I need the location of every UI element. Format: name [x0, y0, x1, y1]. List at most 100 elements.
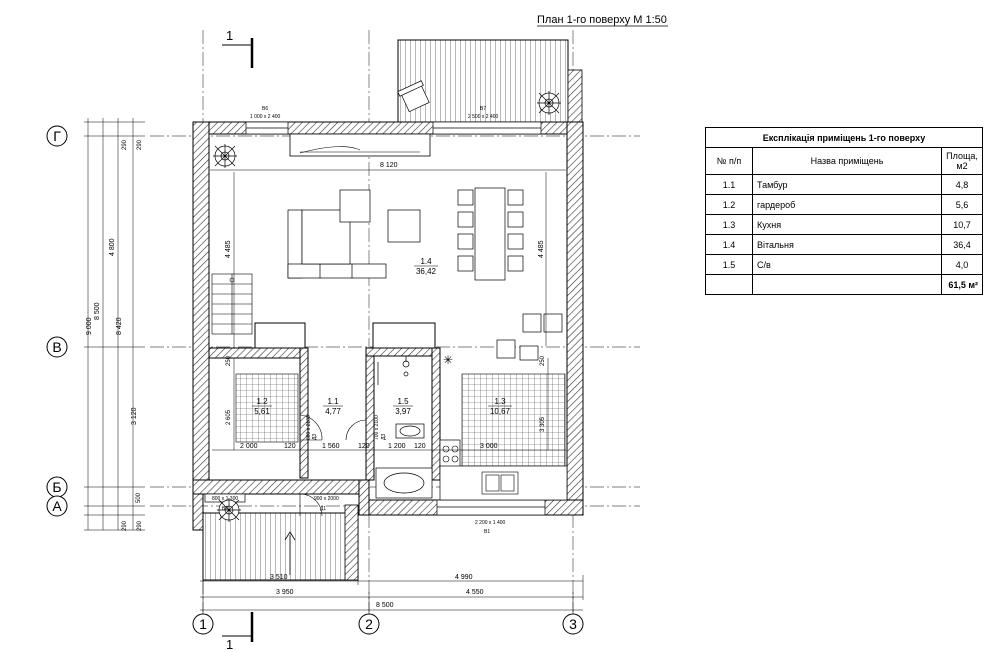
svg-text:В2: В2: [222, 506, 228, 512]
room-1-5-label: 1.5 3,97: [393, 397, 413, 416]
svg-text:1: 1: [199, 616, 207, 632]
svg-text:4 550: 4 550: [466, 589, 484, 596]
svg-text:8 500: 8 500: [376, 602, 394, 609]
svg-text:4 485: 4 485: [225, 240, 232, 258]
window-marks: В6 1 000 x 2 400 В7 2 500 x 2 400 2 200 …: [212, 106, 506, 535]
svg-text:4 485: 4 485: [538, 240, 545, 258]
fireplace: [289, 133, 431, 157]
room-1-4-label: 1.4 36,42: [414, 257, 438, 276]
svg-text:290: 290: [137, 520, 143, 531]
table-row: 1.1 Тамбур 4,8: [705, 174, 983, 195]
room-explication-table: Експлікація приміщень 1-го поверху № п/п…: [705, 127, 983, 295]
axis-marker-g: Г: [46, 125, 68, 147]
bottom-dimensions: [200, 575, 584, 614]
door-swings: [299, 414, 367, 517]
svg-text:Д1: Д1: [320, 506, 326, 512]
svg-text:3 950: 3 950: [276, 589, 294, 596]
svg-text:500: 500: [136, 492, 142, 503]
room-1-1-label: 1.1 4,77: [323, 397, 343, 416]
svg-text:1 560: 1 560: [322, 443, 340, 450]
bathtub-icon: [375, 467, 433, 499]
svg-text:5,61: 5,61: [254, 407, 270, 416]
svg-text:3 000: 3 000: [480, 443, 498, 450]
window-openings: [204, 121, 546, 516]
plant-icon-porch: [217, 498, 241, 522]
plant-icon: [213, 144, 237, 168]
col-number-header: № п/п: [705, 147, 753, 175]
svg-text:120: 120: [358, 443, 370, 450]
svg-text:2 200 x 1 400: 2 200 x 1 400: [475, 520, 506, 526]
svg-text:4 990: 4 990: [455, 574, 473, 581]
axis-marker-3: 3: [562, 613, 584, 635]
fridge-units: [496, 313, 563, 361]
svg-text:290: 290: [122, 520, 128, 531]
inner-dimensions: [210, 169, 566, 451]
svg-text:В1: В1: [484, 529, 490, 535]
total-row: 61,5 м²: [705, 274, 983, 295]
svg-text:4,77: 4,77: [325, 407, 341, 416]
svg-text:120: 120: [414, 443, 426, 450]
section-mark-top: 1: [222, 28, 254, 68]
sheet-title: План 1-го поверху М 1:50: [537, 14, 667, 26]
svg-text:120: 120: [284, 443, 296, 450]
axis-marker-2: 2: [358, 613, 380, 635]
axis-marker-a: А: [46, 495, 68, 517]
svg-text:Д3: Д3: [312, 434, 318, 440]
sofa-icon: [287, 209, 387, 279]
stairs-icon: [211, 273, 253, 335]
bottom-porch: [202, 504, 359, 581]
svg-text:В: В: [52, 339, 61, 355]
svg-text:1.2: 1.2: [256, 397, 268, 406]
toilet-icon: [395, 423, 425, 439]
svg-text:3 120: 3 120: [131, 407, 138, 425]
axis-marker-b: Б: [46, 476, 68, 498]
svg-text:290: 290: [122, 139, 128, 150]
svg-text:1.4: 1.4: [420, 257, 432, 266]
shower-icon: [377, 356, 410, 385]
armchair-icon: [397, 80, 430, 113]
section-mark-bottom: 1: [222, 612, 254, 652]
svg-text:Б: Б: [52, 479, 61, 495]
svg-text:Г: Г: [53, 128, 61, 144]
svg-text:3: 3: [569, 616, 577, 632]
sink-icon: [481, 471, 519, 495]
svg-text:1.5: 1.5: [397, 397, 409, 406]
svg-text:9 000: 9 000: [86, 317, 93, 335]
svg-text:8 420: 8 420: [116, 317, 123, 335]
svg-text:900 x 2000: 900 x 2000: [314, 496, 339, 502]
svg-text:8 500: 8 500: [94, 302, 101, 320]
room-1-2-label: 1.2 5,61: [252, 397, 272, 416]
svg-text:2: 2: [365, 616, 373, 632]
svg-text:А: А: [52, 498, 62, 514]
svg-text:700 x 2100: 700 x 2100: [374, 415, 380, 440]
col-area-header: Площа, м2: [941, 147, 983, 175]
col-name-header: Назва приміщень: [752, 147, 942, 175]
armchair: [387, 209, 421, 243]
svg-text:600 x 2100: 600 x 2100: [306, 415, 312, 440]
axis-marker-1: 1: [192, 613, 214, 635]
explication-title: Експлікація приміщень 1-го поверху: [705, 127, 983, 148]
table-row: 1.2 гардероб 5,6: [705, 194, 983, 215]
svg-text:8 120: 8 120: [380, 162, 398, 169]
table-row: 1.3 Кухня 10,7: [705, 214, 983, 235]
svg-text:250: 250: [226, 355, 232, 366]
svg-text:800 x 1 300: 800 x 1 300: [212, 496, 238, 502]
interior-walls: [208, 322, 441, 481]
svg-text:3,97: 3,97: [395, 407, 411, 416]
tile-floor-wardrobe: [235, 373, 299, 443]
room-1-3-label: 1.3 10,67: [488, 397, 512, 416]
hood-symbol: ✳: [443, 353, 453, 367]
coffee-table: [339, 189, 371, 223]
svg-text:В7: В7: [480, 106, 486, 112]
svg-text:36,42: 36,42: [416, 267, 437, 276]
total-area: 61,5 м²: [941, 274, 983, 295]
svg-text:1 000 x 2 400: 1 000 x 2 400: [250, 114, 281, 120]
svg-text:1.1: 1.1: [327, 397, 339, 406]
stove-icon: [442, 445, 459, 463]
svg-text:290: 290: [137, 139, 143, 150]
svg-text:2 605: 2 605: [226, 409, 232, 425]
table-row: 1.5 С/в 4,0: [705, 254, 983, 275]
svg-text:1 200: 1 200: [388, 443, 406, 450]
svg-text:1: 1: [226, 637, 233, 652]
left-dimensions: [84, 118, 145, 531]
